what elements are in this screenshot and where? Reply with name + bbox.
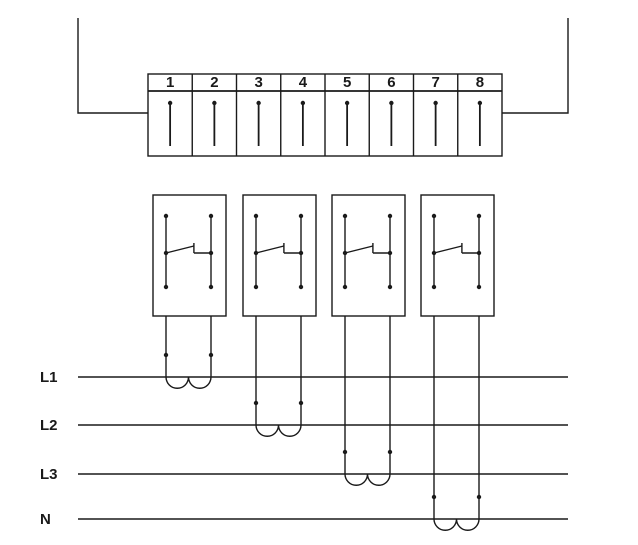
supply-line-n: N (40, 511, 568, 528)
sensor-loop (165, 376, 212, 389)
terminal-1: 1 (166, 74, 174, 146)
supply-line-l2: L2 (40, 417, 568, 434)
terminal-label: 5 (343, 74, 351, 91)
terminal-cells: 1 2 3 4 5 6 7 8 (166, 74, 484, 146)
switch-contact-dot (342, 284, 348, 290)
terminal-label: 1 (166, 74, 174, 91)
switch-contact-dot (253, 213, 259, 219)
switch-units (152, 194, 495, 531)
switch-contact-blade (433, 245, 463, 254)
sensor-loop (344, 473, 391, 486)
terminal-3: 3 (254, 74, 263, 146)
switch-contact-blade (344, 245, 374, 254)
lead-junction-dot (476, 494, 482, 500)
terminal-label: 2 (210, 74, 218, 91)
switch-housing (331, 194, 406, 317)
terminal-7: 7 (431, 74, 440, 146)
lead-junction-dot (342, 449, 348, 455)
switch-contact-dot (163, 284, 169, 290)
supply-line-label: L3 (40, 466, 58, 483)
enclosure-left-line (77, 18, 148, 114)
terminal-label: 4 (299, 74, 308, 91)
sensor-loop (255, 424, 302, 437)
terminal-block: 1 2 3 4 5 6 7 8 (147, 73, 503, 157)
terminal-5: 5 (343, 74, 351, 146)
supply-line-l3: L3 (40, 466, 568, 483)
switch-housing (152, 194, 227, 317)
supply-line-label: N (40, 511, 51, 528)
switch-contact-blade (165, 245, 195, 254)
switch-contact-dot (298, 213, 304, 219)
terminal-label: 7 (431, 74, 439, 91)
switch-contact-dot (163, 213, 169, 219)
enclosure-right-line (502, 18, 569, 114)
switch-contact-dot (387, 213, 393, 219)
terminal-label: 3 (254, 74, 262, 91)
switch-contact-blade (255, 245, 285, 254)
switch-contact-dot (253, 284, 259, 290)
switch-unit-3 (331, 194, 406, 486)
lead-junction-dot (387, 449, 393, 455)
switch-housing (420, 194, 495, 317)
terminal-4: 4 (299, 74, 308, 146)
terminal-8: 8 (476, 74, 484, 146)
supply-line-label: L1 (40, 369, 58, 386)
supply-line-l1: L1 (40, 369, 568, 386)
lead-junction-dot (298, 400, 304, 406)
switch-contact-dot (476, 213, 482, 219)
switch-contact-dot (431, 284, 437, 290)
lead-junction-dot (431, 494, 437, 500)
lead-junction-dot (253, 400, 259, 406)
switch-contact-dot (387, 284, 393, 290)
switch-housing (242, 194, 317, 317)
terminal-6: 6 (387, 74, 396, 146)
switch-unit-1 (152, 194, 227, 389)
switch-contact-dot (208, 284, 214, 290)
enclosure-lines (77, 18, 569, 114)
switch-unit-2 (242, 194, 317, 437)
lead-junction-dot (163, 352, 169, 358)
switch-contact-dot (208, 213, 214, 219)
switch-contact-dot (298, 284, 304, 290)
switch-contact-dot (342, 213, 348, 219)
terminal-label: 6 (387, 74, 395, 91)
terminal-label: 8 (476, 74, 484, 91)
terminal-2: 2 (210, 74, 219, 146)
lead-junction-dot (208, 352, 214, 358)
terminal-dividers (191, 74, 459, 156)
supply-line-label: L2 (40, 417, 58, 434)
switch-unit-4 (420, 194, 495, 531)
sensor-loop (433, 518, 480, 531)
switch-contact-dot (431, 213, 437, 219)
switch-contact-dot (476, 284, 482, 290)
